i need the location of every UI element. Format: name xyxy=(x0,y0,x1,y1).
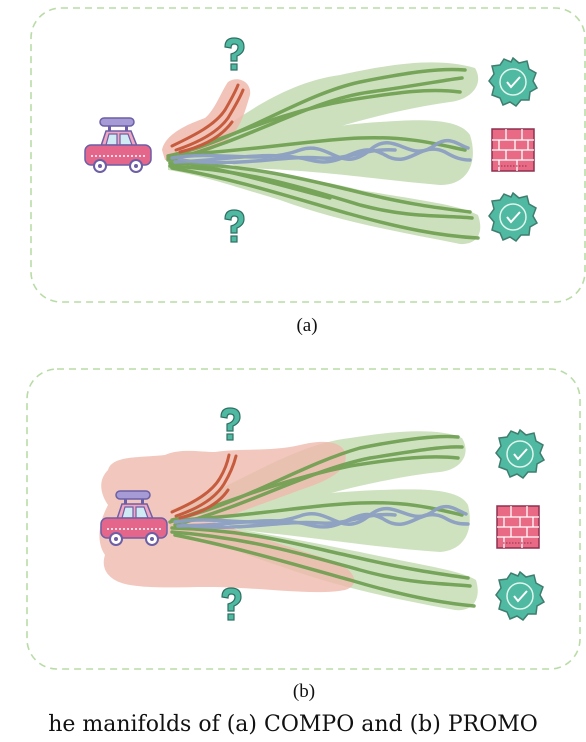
brick-wall-icon xyxy=(496,505,540,549)
red-trajectories xyxy=(170,453,238,520)
blue-trajectories xyxy=(170,139,472,165)
panel-b-frame xyxy=(26,368,581,670)
question-mark-icon xyxy=(221,587,242,621)
panel-a-label: (a) xyxy=(296,315,318,336)
check-badge-icon xyxy=(495,429,545,479)
panel-b xyxy=(26,368,581,670)
question-mark-icon xyxy=(224,37,245,71)
check-badge-icon xyxy=(488,57,538,107)
brick-wall-icon xyxy=(491,128,535,172)
panel-b-label: (b) xyxy=(292,681,316,702)
green-trajectories xyxy=(166,67,480,240)
panel-a-frame xyxy=(30,7,586,303)
red-trajectories xyxy=(170,83,245,154)
car-icon xyxy=(84,117,152,173)
check-badge-icon xyxy=(488,192,538,242)
question-mark-icon xyxy=(224,209,245,243)
check-badge-icon xyxy=(495,571,545,621)
blue-trajectories xyxy=(173,504,470,529)
question-mark-icon xyxy=(220,407,241,441)
panel-a xyxy=(30,7,586,303)
figure-caption: he manifolds of (a) COMPO and (b) PROMO xyxy=(48,712,538,737)
